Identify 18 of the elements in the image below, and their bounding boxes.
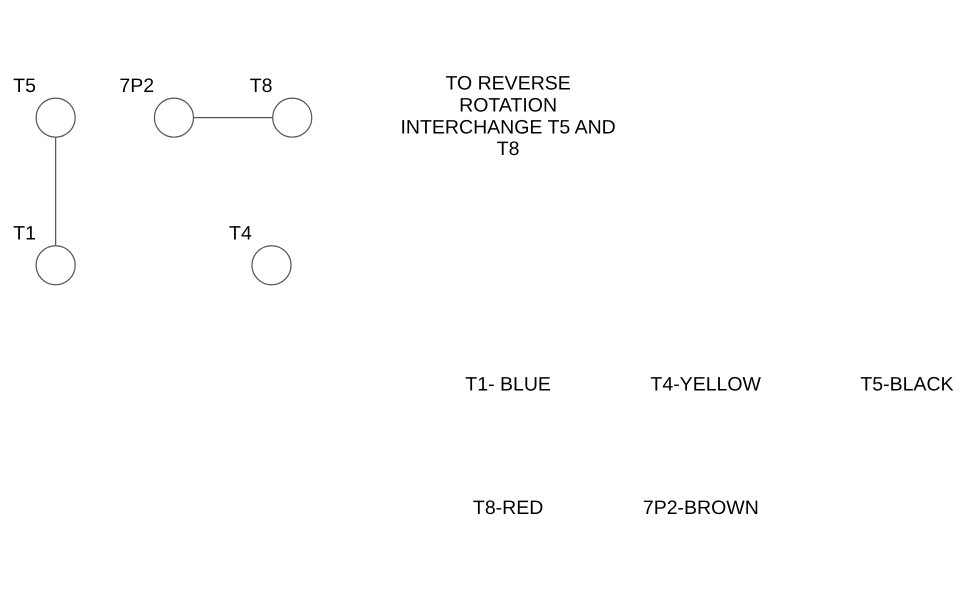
node-label: T8 — [250, 74, 273, 97]
node-circle — [251, 245, 292, 286]
node-circle — [154, 98, 194, 138]
label: T4-YELLOW — [650, 374, 761, 396]
node-label: 7P2 — [119, 74, 154, 97]
connector — [55, 137, 56, 246]
label: 7P2-BROWN — [642, 496, 759, 519]
node-circle — [36, 245, 76, 286]
label: TO REVERSE ROTATION INTERCHANGE T5 AND T8 — [400, 72, 616, 160]
label: T1- BLUE — [465, 374, 551, 396]
label: T5-BLACK — [860, 374, 954, 396]
node-label: T4 — [229, 222, 252, 244]
label: T8-RED — [472, 496, 544, 519]
node-label: T5 — [13, 74, 36, 97]
node-circle — [36, 98, 76, 138]
node-circle — [272, 98, 312, 138]
node-label: T1 — [13, 222, 36, 244]
connector — [194, 117, 273, 118]
